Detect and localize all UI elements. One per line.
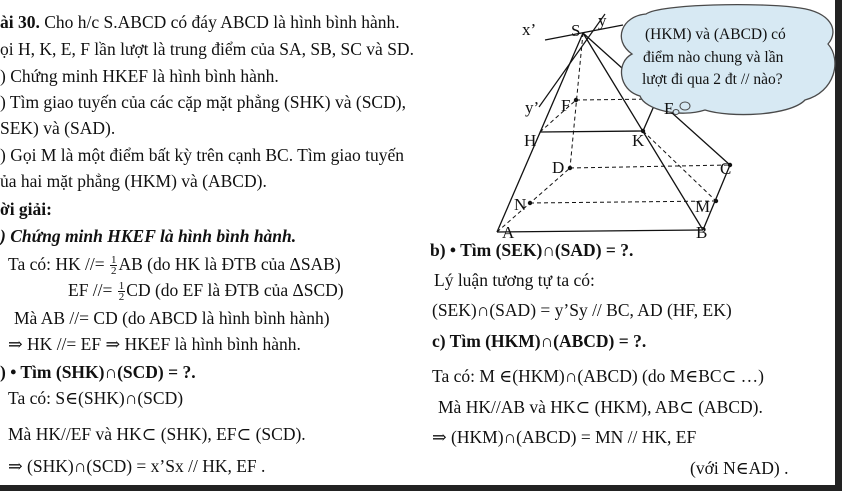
problem-line-2: ọi H, K, E, F lần lượt là trung điểm của… [0, 39, 414, 59]
fraction-numerator: 1 [117, 280, 126, 293]
part-b1-line-3: ⇒ (SHK)∩(SCD) = x’Sx // HK, EF . [8, 456, 266, 476]
part-b2-line-1: Lý luận tương tự ta có: [434, 270, 595, 290]
part-b1-heading: ) • Tìm (SHK)∩(SCD) = ?. [0, 362, 196, 382]
a2-pre: EF //= [68, 280, 117, 300]
a2-post: CD (do EF là ĐTB của ΔSCD) [126, 280, 344, 300]
problem-line-5: SEK) và (SAD). [0, 118, 116, 138]
fraction-numerator: 1 [109, 254, 118, 267]
part-b1-line-1: Ta có: S∈(SHK)∩(SCD) [8, 388, 184, 408]
a1-post: AB (do HK là ĐTB của ΔSAB) [118, 254, 341, 274]
solution-heading: ời giải: [0, 199, 52, 219]
problem-line-6: ) Gọi M là một điểm bất kỳ trên cạnh BC.… [0, 145, 405, 165]
fraction-denominator: 2 [110, 265, 117, 278]
part-a-line-4: ⇒ HK //= EF ⇒ HKEF là hình bình hành. [8, 334, 301, 354]
problem-text: Cho h/c S.ABCD có đáy ABCD là hình bình … [39, 12, 400, 32]
fraction-denominator: 2 [118, 291, 125, 304]
a1-pre: Ta có: HK //= [8, 254, 109, 274]
part-b2-heading: b) • Tìm (SEK)∩(SAD) = ?. [430, 240, 634, 260]
part-b1-line-2: Mà HK//EF và HK⊂ (SHK), EF⊂ (SCD). [8, 424, 306, 444]
part-c-line-2: Mà HK//AB và HK⊂ (HKM), AB⊂ (ABCD). [438, 397, 763, 417]
problem-title: ài 30. [0, 12, 40, 32]
part-c-line-4: (với N∈AD) . [690, 458, 789, 478]
problem-line-7: ủa hai mặt phẳng (HKM) và (ABCD). [0, 171, 267, 191]
part-a-heading: ) Chứng minh HKEF là hình bình hành. [0, 226, 297, 246]
problem-line-1: ài 30. Cho h/c S.ABCD có đáy ABCD là hìn… [0, 12, 400, 32]
part-c-line-1: Ta có: M ∈(HKM)∩(ABCD) (do M∈BC⊂ …) [432, 366, 764, 386]
part-c-line-3: ⇒ (HKM)∩(ABCD) = MN // HK, EF [432, 427, 697, 447]
part-b2-line-2: (SEK)∩(SAD) = y’Sy // BC, AD (HF, EK) [432, 300, 732, 320]
part-a-line-3: Mà AB //= CD (do ABCD là hình bình hành) [14, 308, 330, 328]
problem-line-4: ) Tìm giao tuyến của các cặp mặt phẳng (… [0, 92, 406, 112]
part-c-heading: c) Tìm (HKM)∩(ABCD) = ?. [432, 331, 647, 351]
problem-line-3: ) Chứng minh HKEF là hình bình hành. [0, 66, 279, 86]
